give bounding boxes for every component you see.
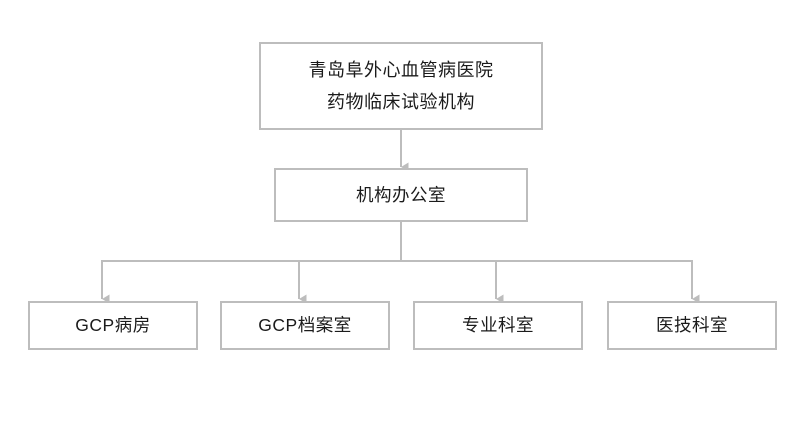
org-node-leaf-gcp-ward: GCP病房 — [28, 301, 198, 350]
org-node-leaf-gcp-archive: GCP档案室 — [220, 301, 390, 350]
org-node-leaf-1-label: GCP档案室 — [258, 315, 352, 335]
org-node-leaf-0-label: GCP病房 — [75, 315, 151, 335]
org-node-root-label: 青岛阜外心血管病医院 药物临床试验机构 — [308, 60, 494, 112]
org-node-office-label: 机构办公室 — [356, 184, 446, 205]
org-node-leaf-medical-tech-dept: 医技科室 — [607, 301, 777, 350]
org-node-root: 青岛阜外心血管病医院 药物临床试验机构 — [259, 42, 543, 130]
org-node-leaf-3-label: 医技科室 — [656, 315, 728, 335]
org-node-leaf-specialty-dept: 专业科室 — [413, 301, 583, 350]
org-node-office: 机构办公室 — [274, 168, 528, 222]
org-node-leaf-2-label: 专业科室 — [462, 315, 534, 335]
